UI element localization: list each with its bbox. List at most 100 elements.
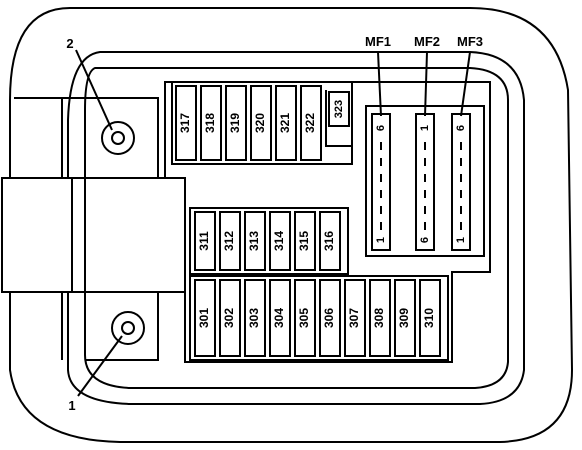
fuse-label: 312: [222, 231, 236, 251]
fuse-318: 318: [200, 85, 222, 161]
fuse-label: 313: [247, 231, 261, 251]
fuse-outline: [369, 279, 391, 357]
fuse-outline: [419, 279, 441, 357]
mega-fuse-bottom-number: 6: [419, 237, 431, 243]
housing-inner-outline: [67, 51, 525, 405]
fuse-label: 320: [253, 113, 267, 133]
fuse-outline: [194, 279, 216, 357]
fuse-label: 319: [228, 113, 242, 133]
fuse-label: 318: [203, 113, 217, 133]
housing-outer-outline: [9, 7, 574, 443]
fuse-label: 323: [333, 100, 345, 118]
mega-fuse-label-mf1: MF1: [365, 34, 391, 49]
callout-line-2: [75, 49, 113, 131]
fuse-outline: [319, 279, 341, 357]
mega-fuse-mf3: 6 1 MF3: [451, 34, 483, 251]
fuse-outline: [219, 279, 241, 357]
fuse-301: 301: [194, 279, 216, 357]
fuse-outline: [175, 85, 197, 161]
bolt-top: [101, 121, 135, 155]
mega-fuse-label-mf2: MF2: [414, 34, 440, 49]
fuse-321: 321: [275, 85, 297, 161]
fuse-311: 311: [194, 211, 216, 271]
fuse-309: 309: [394, 279, 416, 357]
fuse-outline: [244, 211, 266, 271]
fuse-outline: [294, 279, 316, 357]
fuse-outline: [275, 85, 297, 161]
fuse-313: 313: [244, 211, 266, 271]
fuse-label: 316: [322, 231, 336, 251]
mega-fuse-mf1: 6 1 MF1: [365, 34, 391, 251]
fuse-306: 306: [319, 279, 341, 357]
fuse-label: 301: [197, 308, 211, 328]
mega-fuse-group: 6 1 MF1 1 6 MF2 6 1 MF3: [365, 34, 483, 251]
fuse-label: 321: [278, 113, 292, 133]
fuse-323: 323: [325, 90, 353, 147]
mega-fuse-bottom-number: 1: [375, 237, 387, 243]
fuse-label: 311: [197, 231, 211, 251]
fuse-312: 312: [219, 211, 241, 271]
fuse-outline: [344, 279, 366, 357]
fuse-row-top: 317 318 319 320 321 322 323: [175, 85, 353, 161]
fuse-310: 310: [419, 279, 441, 357]
fuse-label: 302: [222, 308, 236, 328]
fuse-label: 306: [322, 308, 336, 328]
fuse-label: 309: [397, 308, 411, 328]
fuse-label: 315: [297, 231, 311, 251]
mega-fuse-leader: [424, 51, 428, 117]
bracket-tab: [1, 177, 73, 293]
fuse-label: 314: [272, 231, 286, 251]
mega-fuse-top-number: 1: [419, 125, 431, 131]
fuse-304: 304: [269, 279, 291, 357]
fuse-322: 322: [300, 85, 322, 161]
fuse-row-middle: 311 312 313 314 315 316: [194, 211, 341, 271]
fuse-outline: [328, 91, 350, 127]
fuse-outline: [294, 211, 316, 271]
callout-line-1: [77, 335, 123, 397]
fuse-label: 304: [272, 308, 286, 328]
fuse-outline: [394, 279, 416, 357]
fuse-label: 322: [303, 113, 317, 133]
fuse-label: 305: [297, 308, 311, 328]
fuse-outline: [269, 211, 291, 271]
fuse-row-bottom: 301 302 303 304 305 306 307 308 309 310: [194, 279, 441, 357]
fuse-label: 317: [178, 113, 192, 133]
fuse-303: 303: [244, 279, 266, 357]
fuse-314: 314: [269, 211, 291, 271]
fuse-outline: [300, 85, 322, 161]
fuse-outline: [250, 85, 272, 161]
fuse-317: 317: [175, 85, 197, 161]
fuse-outline: [269, 279, 291, 357]
fuse-outline: [319, 211, 341, 271]
fuse-315: 315: [294, 211, 316, 271]
callout-label-2: 2: [66, 36, 73, 51]
fuse-outline: [200, 85, 222, 161]
fuse-label: 303: [247, 308, 261, 328]
fuse-outline: [219, 211, 241, 271]
mega-fuse-mf2: 1 6 MF2: [414, 34, 440, 251]
bolt-bottom: [111, 311, 145, 345]
fuse-panel: [164, 81, 491, 363]
fuse-label: 308: [372, 308, 386, 328]
mega-fuse-leader: [460, 51, 471, 117]
fuse-305: 305: [294, 279, 316, 357]
fuse-outline: [244, 279, 266, 357]
mega-fuse-bottom-number: 1: [455, 237, 467, 243]
fuse-316: 316: [319, 211, 341, 271]
fuse-319: 319: [225, 85, 247, 161]
mega-fuse-label-mf3: MF3: [457, 34, 483, 49]
fuse-307: 307: [344, 279, 366, 357]
fuse-308: 308: [369, 279, 391, 357]
mega-fuse-leader: [377, 51, 382, 117]
fuse-label: 310: [422, 308, 436, 328]
fuse-outline: [225, 85, 247, 161]
fuse-320: 320: [250, 85, 272, 161]
mega-fuse-top-number: 6: [455, 125, 467, 131]
mega-fuse-top-number: 6: [375, 125, 387, 131]
fuse-outline: [194, 211, 216, 271]
callout-label-1: 1: [68, 398, 75, 413]
fuse-302: 302: [219, 279, 241, 357]
fuse-label: 307: [347, 308, 361, 328]
